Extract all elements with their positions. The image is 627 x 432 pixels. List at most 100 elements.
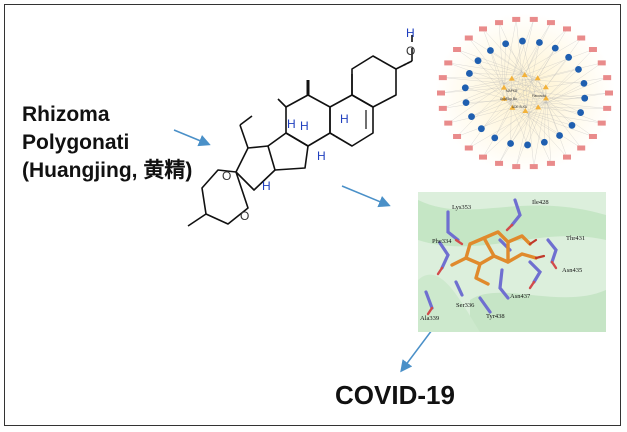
network-center-label-3: Asp/Ebp Bu (500, 97, 517, 101)
network-center-label-4: Flavonoid (532, 94, 546, 98)
network-compound-node (563, 26, 571, 32)
network-edge (503, 87, 528, 145)
network-compound-node (437, 90, 445, 96)
network-target-node (477, 125, 485, 133)
network-edge (545, 69, 579, 99)
network-edge (465, 87, 505, 103)
network-compound-node (529, 164, 538, 170)
network-compound-node (495, 160, 504, 166)
network-edge (442, 98, 505, 109)
network-compound-node (479, 154, 487, 160)
network-edge (503, 69, 579, 88)
atom-label-h-hydroxyl: H (406, 26, 415, 40)
network-compound-node (464, 145, 473, 151)
network-edge (511, 37, 582, 79)
network-target-node (519, 37, 526, 45)
network-edge (469, 73, 525, 76)
network-edge (516, 19, 526, 112)
network-compound-node (512, 164, 521, 170)
network-edge (481, 78, 538, 129)
network-target-node (462, 99, 470, 106)
network-edge (524, 74, 582, 149)
network-edge (503, 28, 568, 88)
network-edge (503, 43, 506, 88)
network-target-node (487, 47, 494, 54)
network-compound-node (577, 145, 586, 151)
network-edge (465, 87, 539, 108)
network-compound-node (563, 154, 571, 160)
network-target-node (491, 134, 499, 142)
network-edge (537, 62, 602, 79)
network-edge (481, 107, 513, 129)
network-compound-node (479, 26, 487, 32)
network-edge (503, 87, 585, 99)
residue-label-ile428: Ile428 (532, 199, 549, 206)
network-compound-node (588, 47, 597, 53)
network-edge (525, 110, 573, 126)
network-edge (456, 49, 539, 108)
network-edge (511, 78, 594, 137)
network-compound-node (453, 47, 462, 53)
network-edge (512, 92, 610, 108)
network-edge (471, 87, 546, 117)
atom-label-o-ring1: O (222, 169, 231, 183)
network-compound-node (597, 120, 606, 126)
network-compound-node (453, 133, 462, 139)
network-edge (503, 19, 517, 88)
network-compound-node (444, 120, 453, 126)
network-edge (511, 19, 534, 79)
residue-label-ser336: Ser336 (456, 302, 475, 309)
network-target-node (565, 53, 573, 61)
herb-name-line2: Polygonati (22, 131, 130, 154)
network-hub-node (522, 107, 529, 113)
network-compound-node (546, 160, 555, 166)
network-edge (448, 62, 525, 76)
network-edge (537, 48, 556, 79)
residue-label-tyr438: Tyr438 (486, 313, 505, 320)
network-edge (456, 87, 505, 137)
network-edge (504, 22, 552, 99)
network-hub-node (534, 75, 541, 81)
network-edge (527, 98, 547, 145)
network-edge (448, 78, 512, 124)
network-edge (448, 107, 513, 124)
network-edge (440, 78, 538, 94)
network-edge (545, 57, 569, 88)
network-edge (482, 107, 513, 158)
network-edge (465, 78, 512, 88)
network-edge (524, 74, 534, 167)
network-edge (538, 83, 585, 108)
arrow-herb-to-molecule (173, 129, 211, 147)
herb-name-line3: (Huangjing, 黄精) (22, 159, 193, 182)
network-edge (494, 74, 525, 138)
residue-label-asn437: Asn437 (510, 293, 531, 300)
network-target-node (568, 121, 576, 129)
network-center-label-2: ADE B-XA (512, 105, 528, 109)
network-edge (498, 110, 526, 164)
network-edge (440, 87, 504, 94)
network-target-node (468, 113, 475, 121)
network-target-node (466, 70, 473, 77)
atom-label-o-hydroxyl: O (406, 44, 415, 58)
network-target-node (474, 57, 482, 65)
residue-label-phe334: Phe334 (432, 238, 452, 245)
network-edge (512, 19, 534, 108)
network-edge (545, 49, 594, 99)
network-edge (504, 98, 582, 149)
network-edge (482, 28, 513, 108)
network-target-node (551, 44, 559, 52)
atom-label-h-2: H (317, 149, 326, 163)
network-edge (511, 78, 584, 84)
network-target-node (524, 141, 531, 149)
network-edge (442, 77, 512, 79)
network-edge (498, 87, 546, 164)
disease-title: COVID-19 (335, 380, 455, 410)
network-target-node (577, 109, 584, 116)
network-edge (468, 107, 539, 149)
network-compound-node (444, 60, 453, 66)
network-edge (546, 92, 610, 99)
network-edge (510, 78, 512, 144)
network-compound-node (603, 75, 612, 81)
network-hub-node (543, 95, 550, 101)
network-hub-node (500, 84, 507, 90)
